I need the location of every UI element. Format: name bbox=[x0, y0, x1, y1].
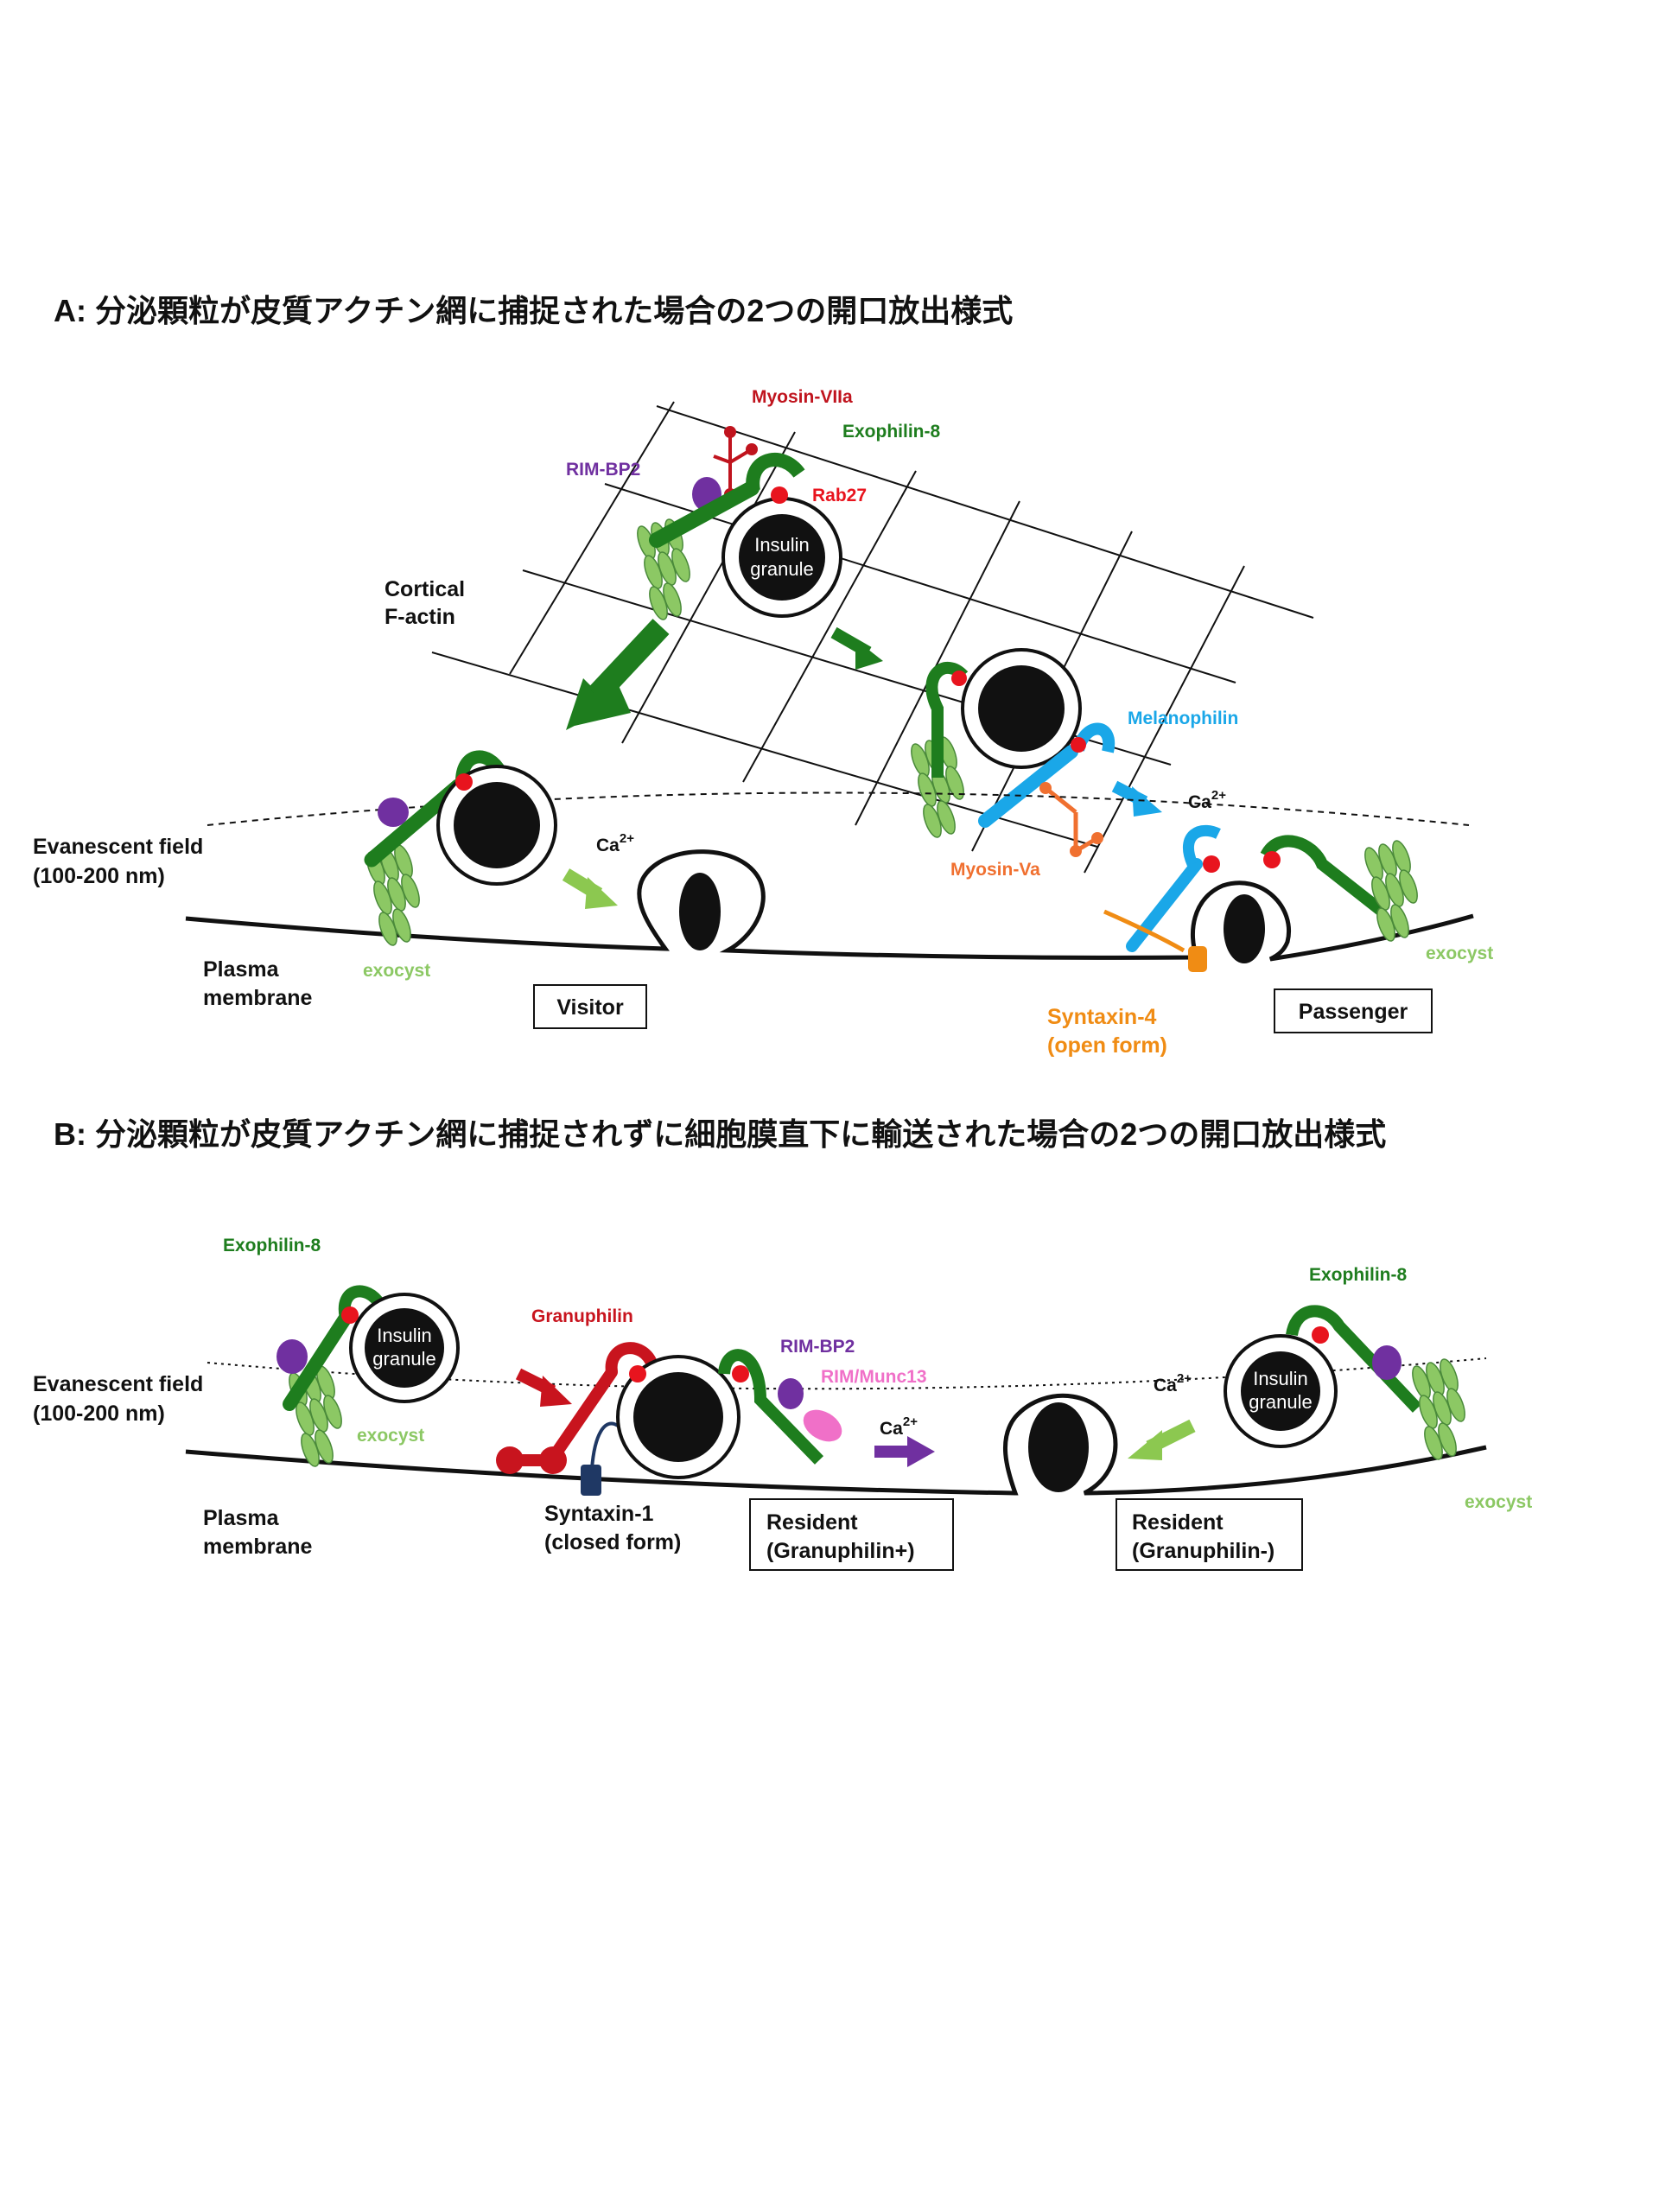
melanophilin-label: Melanophilin bbox=[1128, 709, 1238, 728]
exocyst-label-a-right: exocyst bbox=[1426, 944, 1493, 963]
resident-minus-label-1: Resident bbox=[1132, 1510, 1224, 1535]
plasma-label-a-2: membrane bbox=[203, 986, 313, 1010]
visitor-granule-complex bbox=[362, 750, 557, 949]
syntaxin4-label-1: Syntaxin-4 bbox=[1047, 1005, 1157, 1029]
visitor-box bbox=[533, 984, 647, 1029]
passenger-box bbox=[1274, 988, 1433, 1033]
plasma-label-b-1: Plasma bbox=[203, 1506, 280, 1530]
exocyst-label-b-right: exocyst bbox=[1465, 1492, 1532, 1512]
insulin-granule-b-left-1: Insulin bbox=[377, 1325, 432, 1346]
rim-bp2-b-right bbox=[1372, 1345, 1402, 1380]
fused-granule-b bbox=[1028, 1402, 1089, 1492]
syntaxin4-label-2: (open form) bbox=[1047, 1033, 1167, 1058]
ca-label-b-right: Ca2+ bbox=[1154, 1371, 1192, 1395]
cortical-factin-label-1: Cortical bbox=[385, 577, 465, 601]
ca-label-a-left: Ca2+ bbox=[596, 831, 634, 855]
rab27-dot bbox=[771, 486, 788, 504]
b-right-granule-complex: Insulin granule bbox=[1224, 1305, 1470, 1463]
panel-b-title: B: 分泌顆粒が皮質アクチン網に捕捉されずに細胞膜直下に輸送された場合の2つの開… bbox=[54, 1116, 1386, 1152]
exocyst-right-a bbox=[1360, 837, 1422, 944]
evanescent-label-b-1: Evanescent field bbox=[33, 1372, 203, 1396]
plasma-label-b-2: membrane bbox=[203, 1535, 313, 1559]
resident-plus-label-2: (Granuphilin+) bbox=[766, 1539, 915, 1563]
insulin-granule-b-right-2: granule bbox=[1249, 1391, 1312, 1413]
evanescent-label-a-2: (100-200 nm) bbox=[33, 864, 165, 888]
resident-plus-label-1: Resident bbox=[766, 1510, 858, 1535]
rim-bp2-b-mid bbox=[778, 1378, 804, 1409]
evanescent-label-b-2: (100-200 nm) bbox=[33, 1402, 165, 1426]
ca-label-b-mid: Ca2+ bbox=[880, 1414, 918, 1439]
melanophilin-granule-complex bbox=[906, 648, 1116, 857]
evanescent-label-a-1: Evanescent field bbox=[33, 835, 203, 859]
exocyst-label-b-left: exocyst bbox=[357, 1426, 424, 1446]
resident-plus-box bbox=[749, 1498, 954, 1571]
myosin-va-label: Myosin-Va bbox=[950, 860, 1040, 880]
panel-a-title: A: 分泌顆粒が皮質アクチン網に捕捉された場合の2つの開口放出様式 bbox=[54, 293, 1013, 328]
granuphilin-label: Granuphilin bbox=[531, 1306, 633, 1326]
cortical-factin-grid bbox=[431, 401, 1314, 874]
myosin-viia-label: Myosin-VIIa bbox=[752, 387, 853, 407]
insulin-granule-b-left-2: granule bbox=[372, 1348, 435, 1370]
insulin-granule-b-right-1: Insulin bbox=[1253, 1368, 1308, 1389]
insulin-granule-label-2: granule bbox=[750, 558, 813, 580]
insulin-granule-label-1: Insulin bbox=[754, 534, 810, 556]
exocyst-label-a-left: exocyst bbox=[363, 961, 430, 981]
rim-bp2-label-b: RIM-BP2 bbox=[780, 1337, 855, 1357]
fused-granule-passenger bbox=[1224, 894, 1265, 963]
rim-bp2-left bbox=[378, 798, 409, 827]
ca-label-a-right: Ca2+ bbox=[1188, 788, 1226, 812]
plasma-membrane-a bbox=[185, 849, 1474, 962]
resident-minus-label-2: (Granuphilin-) bbox=[1132, 1539, 1274, 1563]
rim-munc13-label: RIM/Munc13 bbox=[821, 1367, 927, 1387]
syntaxin1-label-1: Syntaxin-1 bbox=[544, 1502, 654, 1526]
cortical-factin-label-2: F-actin bbox=[385, 605, 455, 629]
syntaxin1-icon bbox=[581, 1465, 601, 1496]
syntaxin4-icon bbox=[1188, 946, 1207, 972]
exocyst-right-b bbox=[1408, 1356, 1470, 1463]
resident-minus-box bbox=[1116, 1498, 1303, 1571]
b-left-granule-complex: Insulin granule bbox=[276, 1285, 460, 1470]
rim-bp2-b-left bbox=[276, 1339, 308, 1374]
top-granule-complex: Insulin granule bbox=[632, 426, 842, 623]
exophilin8-label-a: Exophilin-8 bbox=[842, 422, 940, 442]
b-resident-plus-complex bbox=[496, 1342, 842, 1496]
exocyst-left-b bbox=[284, 1363, 346, 1470]
fused-granule-visitor bbox=[679, 873, 721, 950]
rim-munc13-icon bbox=[803, 1409, 842, 1442]
plasma-label-a-1: Plasma bbox=[203, 957, 280, 982]
visitor-label: Visitor bbox=[556, 995, 624, 1020]
rim-bp2-label-a: RIM-BP2 bbox=[566, 460, 640, 480]
passenger-granule-complex bbox=[1103, 824, 1422, 972]
rab27-label: Rab27 bbox=[812, 486, 867, 505]
exophilin8-label-b-right: Exophilin-8 bbox=[1309, 1265, 1407, 1285]
evanescent-boundary-a bbox=[207, 791, 1470, 826]
syntaxin1-label-2: (closed form) bbox=[544, 1530, 681, 1554]
passenger-label: Passenger bbox=[1299, 1000, 1408, 1024]
exophilin8-label-b-left: Exophilin-8 bbox=[223, 1236, 321, 1255]
